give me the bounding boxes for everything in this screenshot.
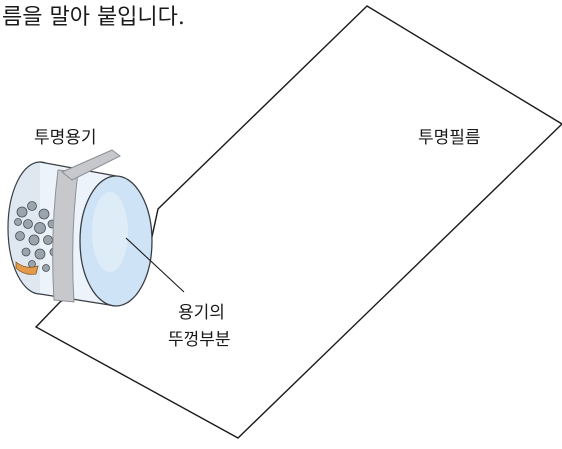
- orange-part: [15, 261, 39, 275]
- label-transparent-film: 투명필름: [418, 128, 481, 148]
- tape-band: [52, 169, 79, 303]
- tape-strip-top: [61, 149, 121, 181]
- instruction-caption: 름을 말아 붙입니다.: [2, 5, 185, 30]
- label-lid-line1: 용기의: [178, 303, 225, 323]
- label-transparent-container: 투명용기: [34, 128, 97, 148]
- transparent-container: [7, 149, 153, 307]
- label-lid-line2: 뚜껑부분: [168, 330, 231, 350]
- lid-leader-line: [125, 237, 185, 293]
- transparent-film-sheet: [34, 5, 562, 439]
